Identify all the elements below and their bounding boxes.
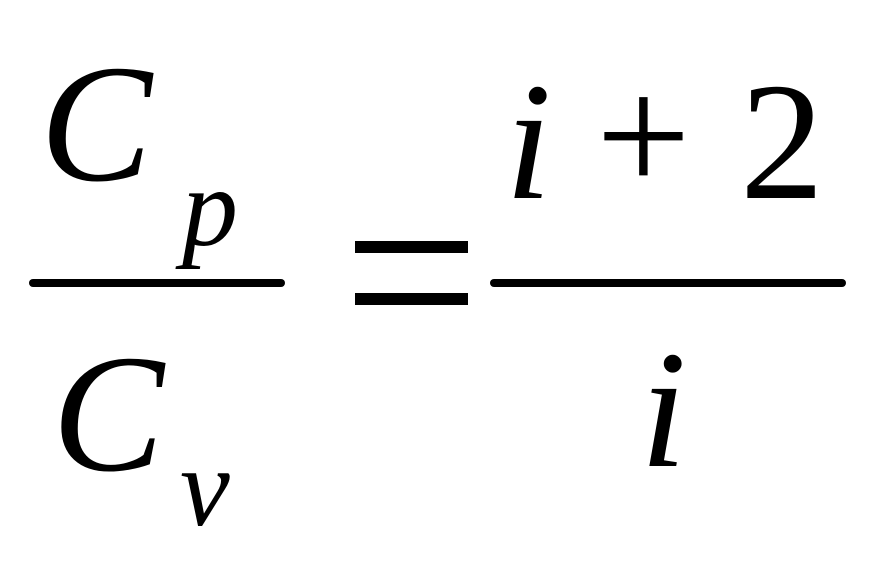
lhs-denominator-subscript: v xyxy=(180,426,230,550)
rhs-numerator-constant: 2 xyxy=(740,49,824,235)
rhs-denominator-variable: i xyxy=(640,317,687,503)
rhs-fraction-bar xyxy=(490,279,846,287)
lhs-numerator-subscript: p xyxy=(182,146,238,270)
equals-bottom-stroke xyxy=(355,293,468,305)
lhs-fraction-bar xyxy=(29,279,285,287)
lhs-denominator-symbol: C xyxy=(52,321,165,507)
lhs-numerator-symbol: C xyxy=(40,31,153,217)
rhs-numerator-operator: + xyxy=(596,43,691,229)
equals-top-stroke xyxy=(355,241,468,253)
rhs-numerator-variable: i xyxy=(505,49,552,235)
